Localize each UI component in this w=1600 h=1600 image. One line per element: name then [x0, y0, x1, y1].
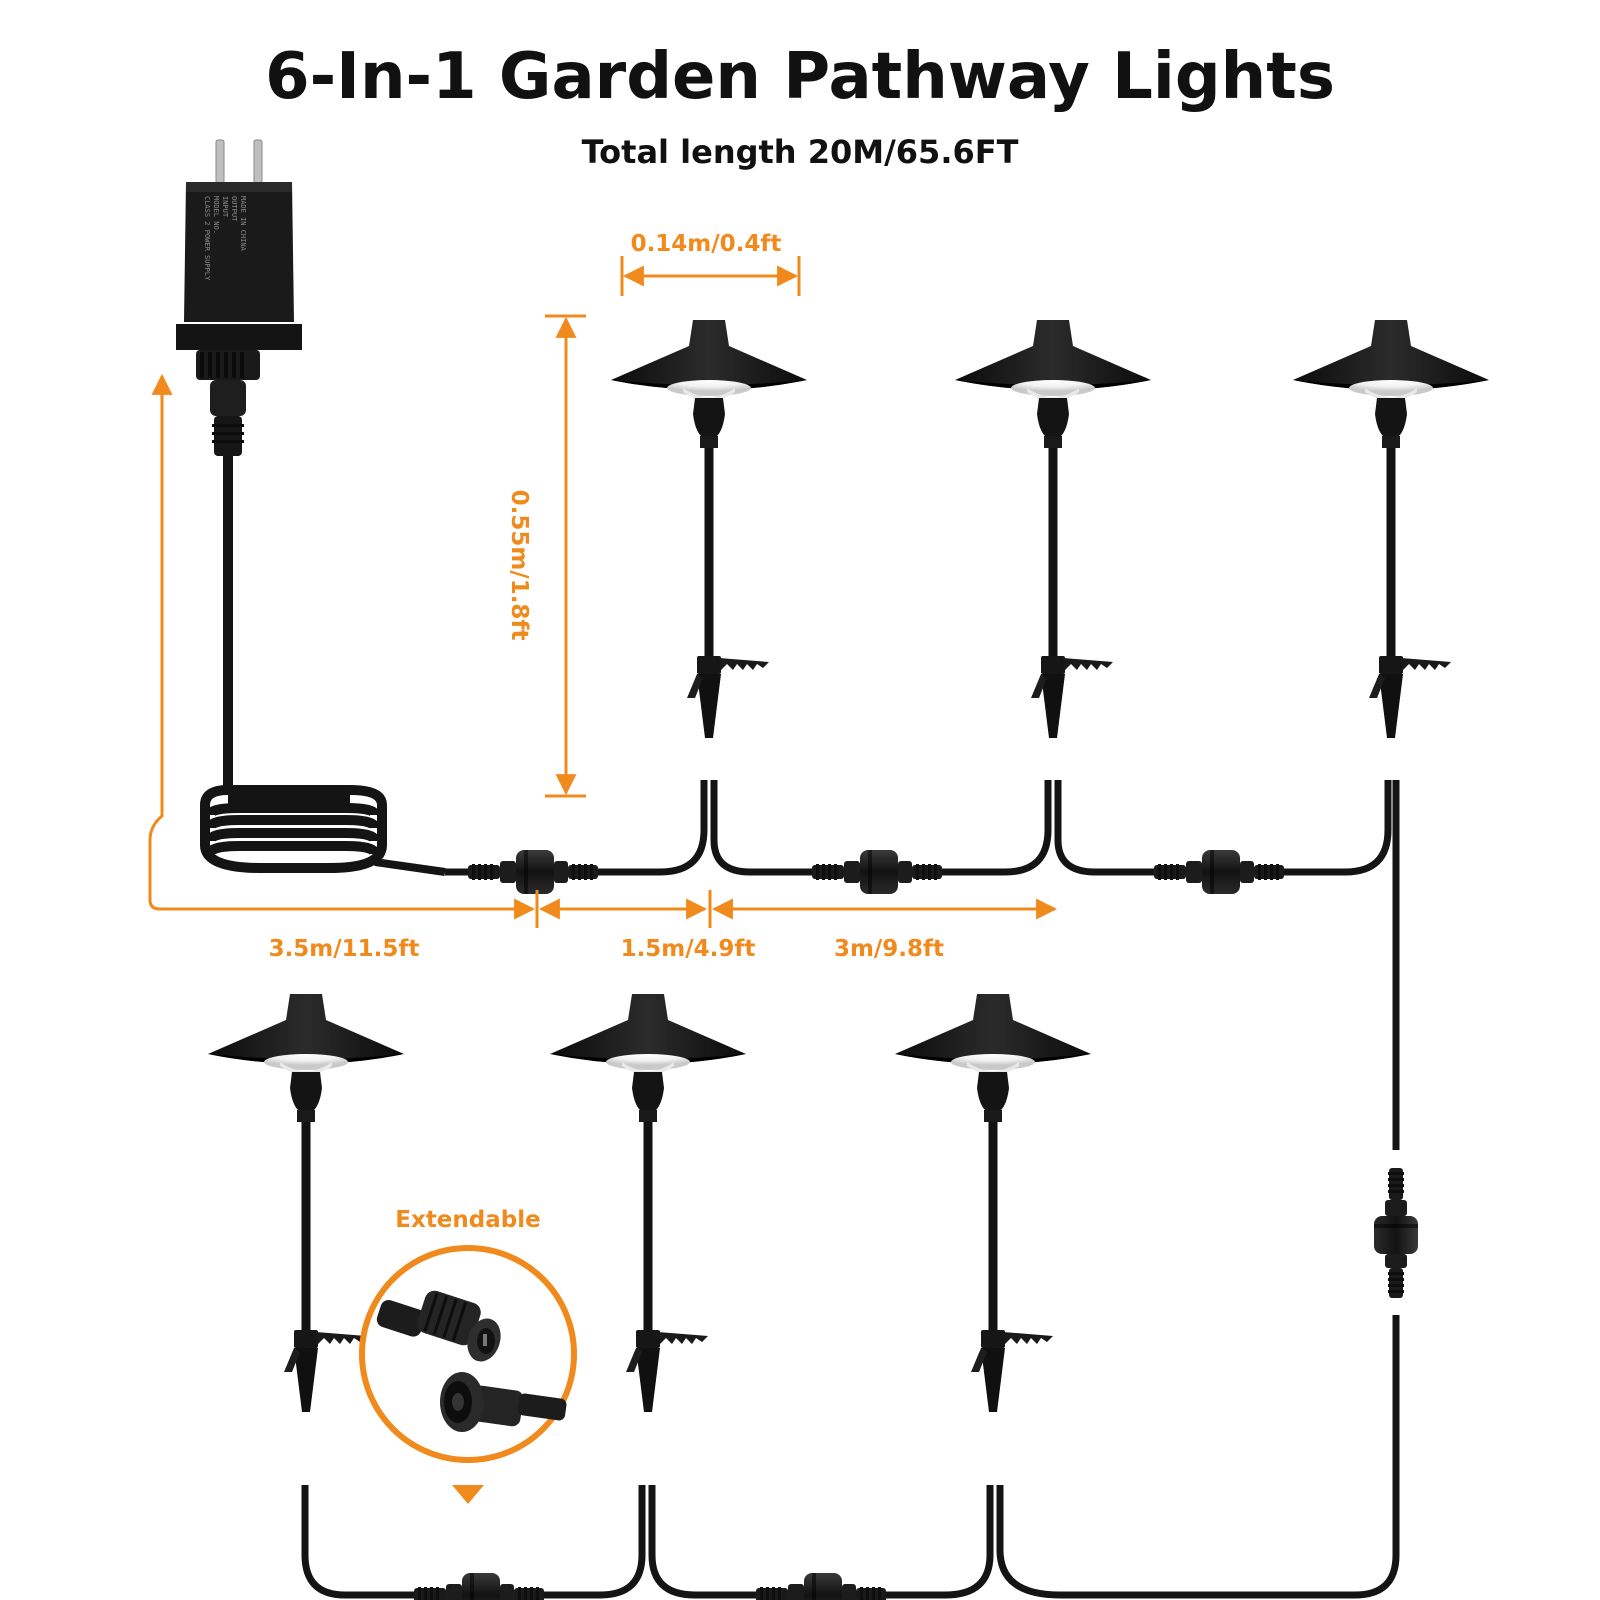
extendable-label: Extendable — [395, 1207, 540, 1233]
stake-height-label: 0.55m/1.8ft — [506, 490, 532, 641]
waterproof-connector-icon — [468, 850, 598, 894]
svg-text:MODEL NO.: MODEL NO. — [212, 196, 220, 234]
cable-coil-icon — [200, 785, 387, 873]
light-spacing-label: 3m/9.8ft — [834, 936, 944, 962]
plug-icon — [215, 139, 263, 187]
pathway-light-icon — [955, 320, 1151, 738]
dimension-annotations — [148, 256, 1058, 928]
waterproof-connector-icon — [1154, 850, 1284, 894]
waterproof-connector-icon — [812, 850, 942, 894]
top-row-cable — [445, 780, 1400, 1599]
pathway-light-icon — [550, 994, 746, 1412]
extendable-callout: Extendable — [359, 1207, 577, 1504]
bottom-row-cable — [301, 1485, 994, 1599]
waterproof-connector-icon — [1374, 1168, 1418, 1298]
pathway-light-icon — [611, 320, 807, 738]
waterproof-connector-icon — [756, 1573, 886, 1600]
lead-cable-label: 3.5m/11.5ft — [269, 936, 420, 962]
connector-female-icon — [440, 1372, 567, 1432]
connector-male-icon — [376, 1290, 501, 1362]
svg-text:INPUT: INPUT — [221, 196, 229, 218]
power-adapter: CLASS 2 POWER SUPPLY MODEL NO. INPUT OUT… — [176, 139, 302, 792]
pathway-light-icon — [895, 994, 1091, 1412]
first-spacing-label: 1.5m/4.9ft — [621, 936, 756, 962]
waterproof-connector-icon — [414, 1573, 544, 1600]
page-title: 6-In-1 Garden Pathway Lights — [265, 40, 1335, 114]
page-subtitle: Total length 20M/65.6FT — [582, 133, 1019, 171]
svg-text:OUTPUT: OUTPUT — [230, 196, 238, 222]
pathway-light-icon — [1293, 320, 1489, 738]
svg-text:MADE IN CHINA: MADE IN CHINA — [239, 196, 247, 252]
shade-width-label: 0.14m/0.4ft — [631, 231, 782, 257]
svg-text:CLASS 2 POWER SUPPLY: CLASS 2 POWER SUPPLY — [203, 196, 211, 281]
